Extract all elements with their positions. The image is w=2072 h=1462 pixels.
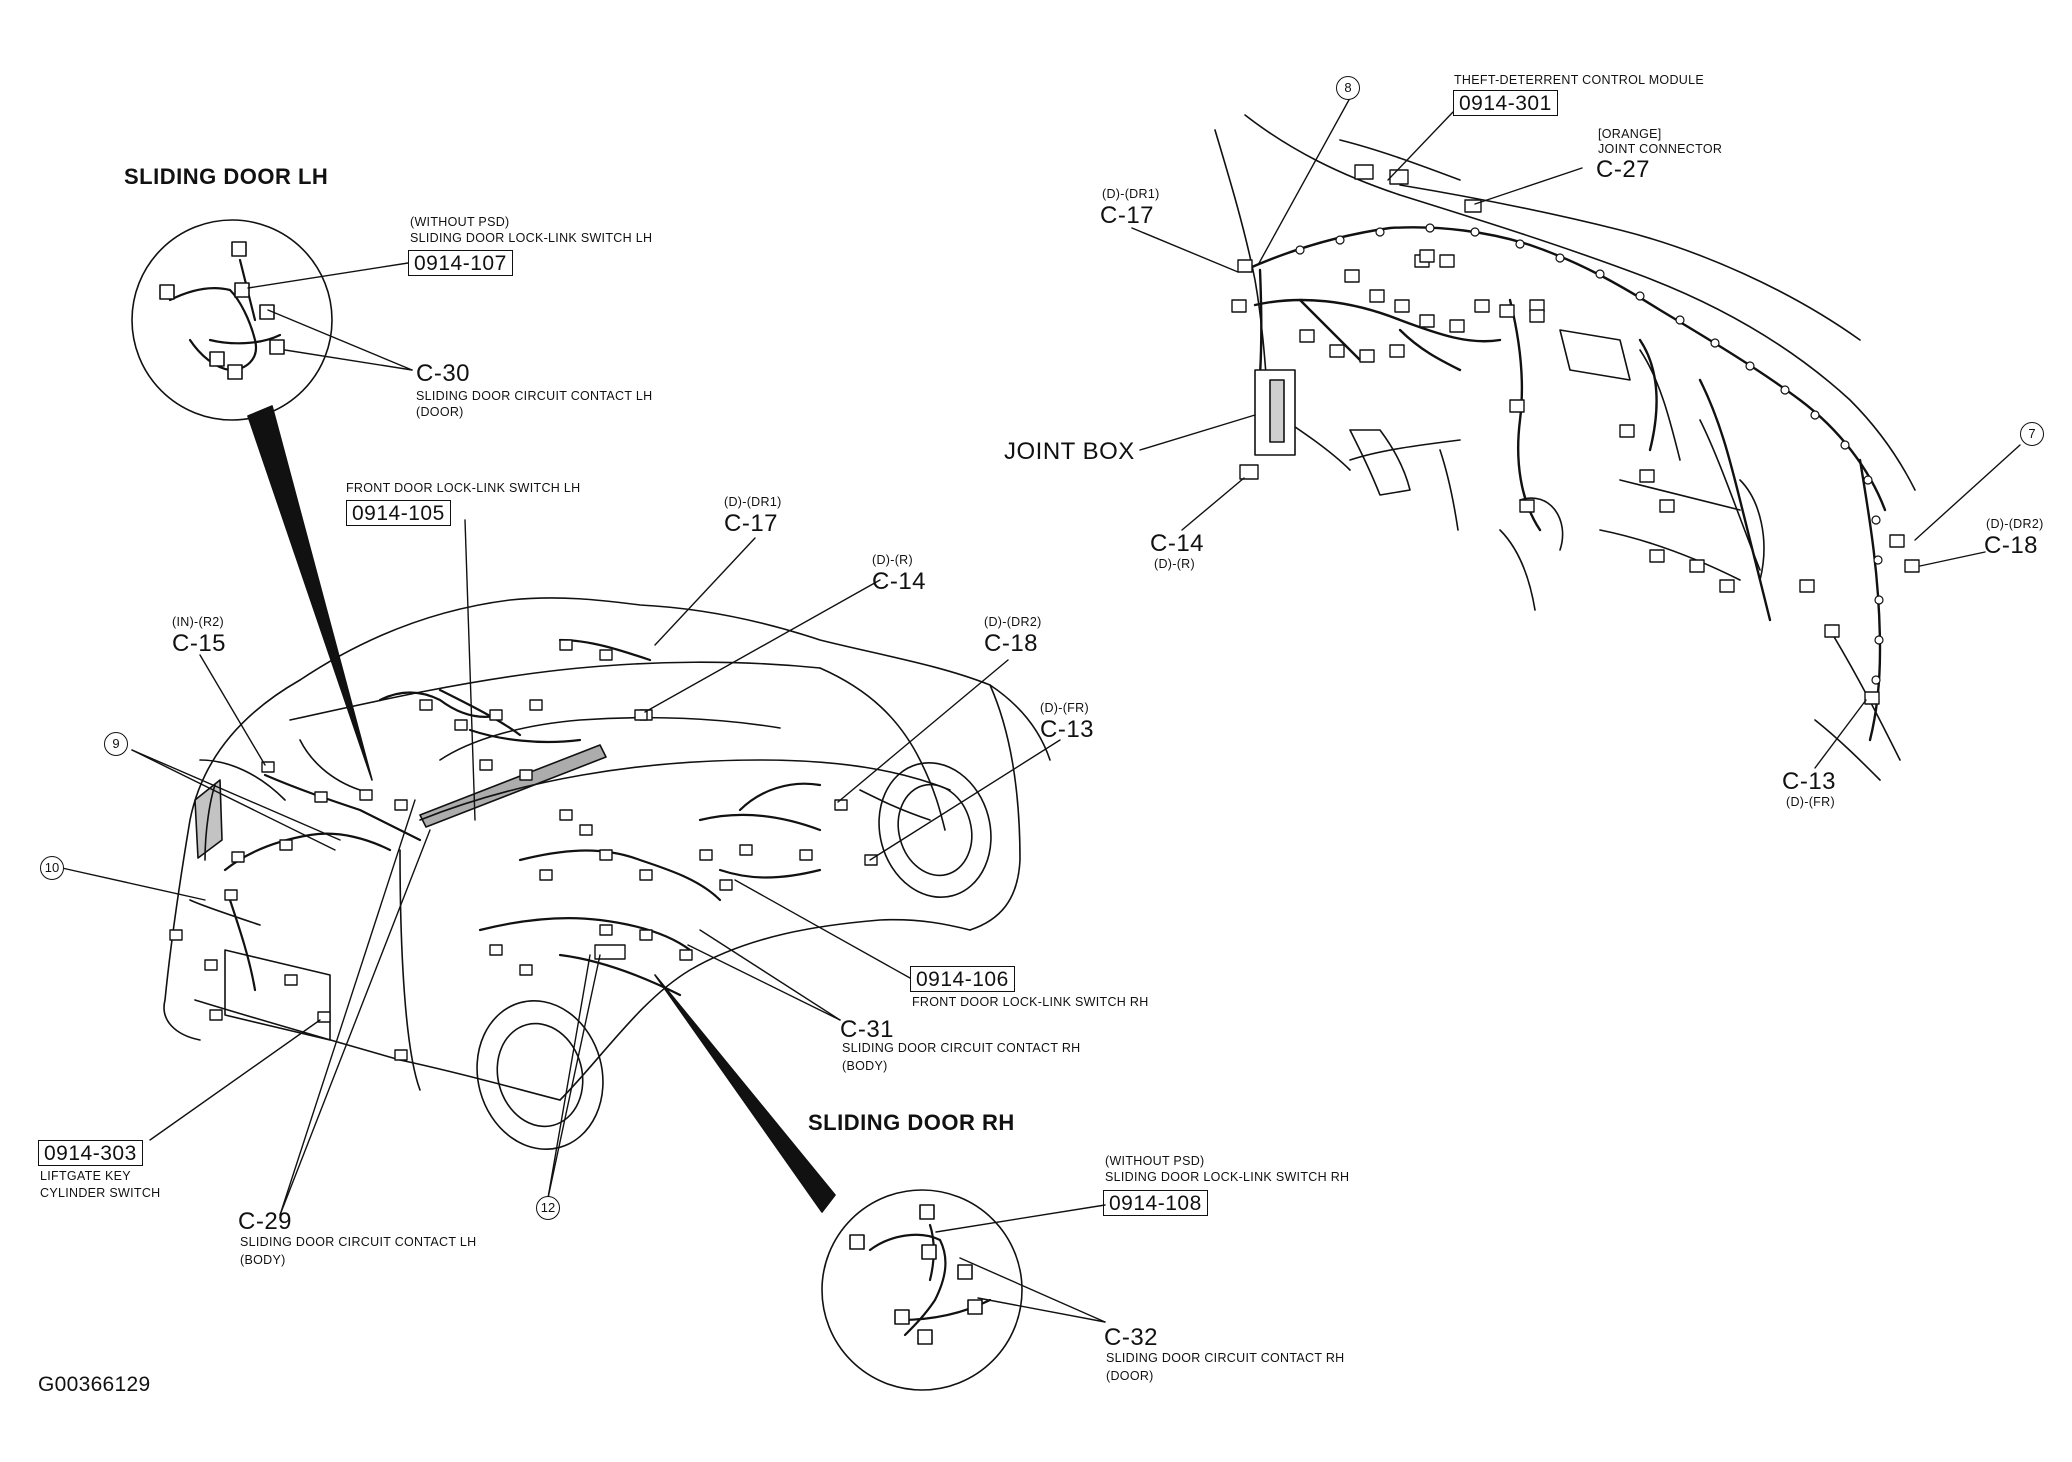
joint-box-shape [1254,369,1296,456]
c14-dash-sub: (D)-(R) [1154,557,1195,571]
c17-car-sub: (D)-(DR1) [724,495,782,509]
c29-sub: (BODY) [240,1253,286,1267]
marker-9: 9 [104,732,128,756]
front-rh-desc: FRONT DOOR LOCK-LINK SWITCH RH [912,995,1149,1009]
dashboard-connectors [1231,164,1920,705]
c15-sub: (IN)-(R2) [172,615,224,629]
harness-clamps [1295,223,1884,685]
inset-rh-pointer [654,974,836,1213]
marker-12: 12 [536,1196,560,1220]
c14-dash-code: C-14 [1150,530,1205,557]
lh-switch-ref: 0914-107 [408,250,513,276]
vehicle-connectors [169,639,878,1061]
c18-dash-code: C-18 [1984,532,2039,559]
heading-sliding-door-rh: SLIDING DOOR RH [808,1110,1015,1135]
inset-lh-door [131,219,333,421]
figure-id: G00366129 [38,1373,151,1396]
leader-lines [61,97,2021,1323]
marker-7: 7 [2020,422,2044,446]
c31-desc: SLIDING DOOR CIRCUIT CONTACT RH [842,1041,1081,1055]
roof-rail-hatch [419,744,607,828]
c17-dash-code: C-17 [1100,202,1155,229]
c30-sub: (DOOR) [416,405,464,419]
inset-rh-door [821,1189,1023,1391]
c27-desc: JOINT CONNECTOR [1598,142,1723,156]
c13-dash-code: C-13 [1782,768,1837,795]
c32-sub: (DOOR) [1106,1369,1154,1383]
c31-sub: (BODY) [842,1059,888,1073]
liftgate-desc-1: LIFTGATE KEY [40,1169,131,1183]
c29-desc: SLIDING DOOR CIRCUIT CONTACT LH [240,1235,477,1249]
marker-10: 10 [40,856,64,880]
front-lh-ref: 0914-105 [346,500,451,526]
c27-code: C-27 [1596,156,1651,183]
c14-car-sub: (D)-(R) [872,553,913,567]
c18-car-sub: (D)-(DR2) [984,615,1042,629]
c17-car-code: C-17 [724,510,779,537]
c14-car-code: C-14 [872,568,927,595]
c27-note: [ORANGE] [1598,127,1662,141]
c15-code: C-15 [172,630,227,657]
liftgate-desc-2: CYLINDER SWITCH [40,1186,161,1200]
lh-switch-desc: SLIDING DOOR LOCK-LINK SWITCH LH [410,231,653,245]
marker-8: 8 [1336,76,1360,100]
vehicle-harness-wires [223,638,822,997]
rh-switch-ref: 0914-108 [1103,1190,1208,1216]
dashboard-harness-wires [1243,226,1887,742]
rh-switch-desc: SLIDING DOOR LOCK-LINK SWITCH RH [1105,1170,1350,1184]
c29-code: C-29 [238,1208,293,1235]
liftgate-ref: 0914-303 [38,1140,143,1166]
c13-dash-sub: (D)-(FR) [1786,795,1835,809]
joint-box-label: JOINT BOX [1004,438,1135,465]
c32-code: C-32 [1104,1324,1159,1351]
front-lh-desc: FRONT DOOR LOCK-LINK SWITCH LH [346,481,581,495]
c31-code: C-31 [840,1016,895,1043]
c13-car-sub: (D)-(FR) [1040,701,1089,715]
theft-ref: 0914-301 [1453,90,1558,116]
c32-desc: SLIDING DOOR CIRCUIT CONTACT RH [1106,1351,1345,1365]
lh-switch-note: (WITHOUT PSD) [410,215,510,229]
vehicle-body-outline [163,597,1051,1151]
c30-code: C-30 [416,360,471,387]
heading-sliding-door-lh: SLIDING DOOR LH [124,164,329,189]
inset-lh-pointer [247,405,373,781]
c17-dash-sub: (D)-(DR1) [1102,187,1160,201]
dashboard-outline [1214,114,1916,781]
c18-car-code: C-18 [984,630,1039,657]
c30-desc: SLIDING DOOR CIRCUIT CONTACT LH [416,389,653,403]
c13-car-code: C-13 [1040,716,1095,743]
theft-desc: THEFT-DETERRENT CONTROL MODULE [1454,73,1704,87]
rh-switch-note: (WITHOUT PSD) [1105,1154,1205,1168]
front-rh-ref: 0914-106 [910,966,1015,992]
c18-dash-sub: (D)-(DR2) [1986,517,2044,531]
